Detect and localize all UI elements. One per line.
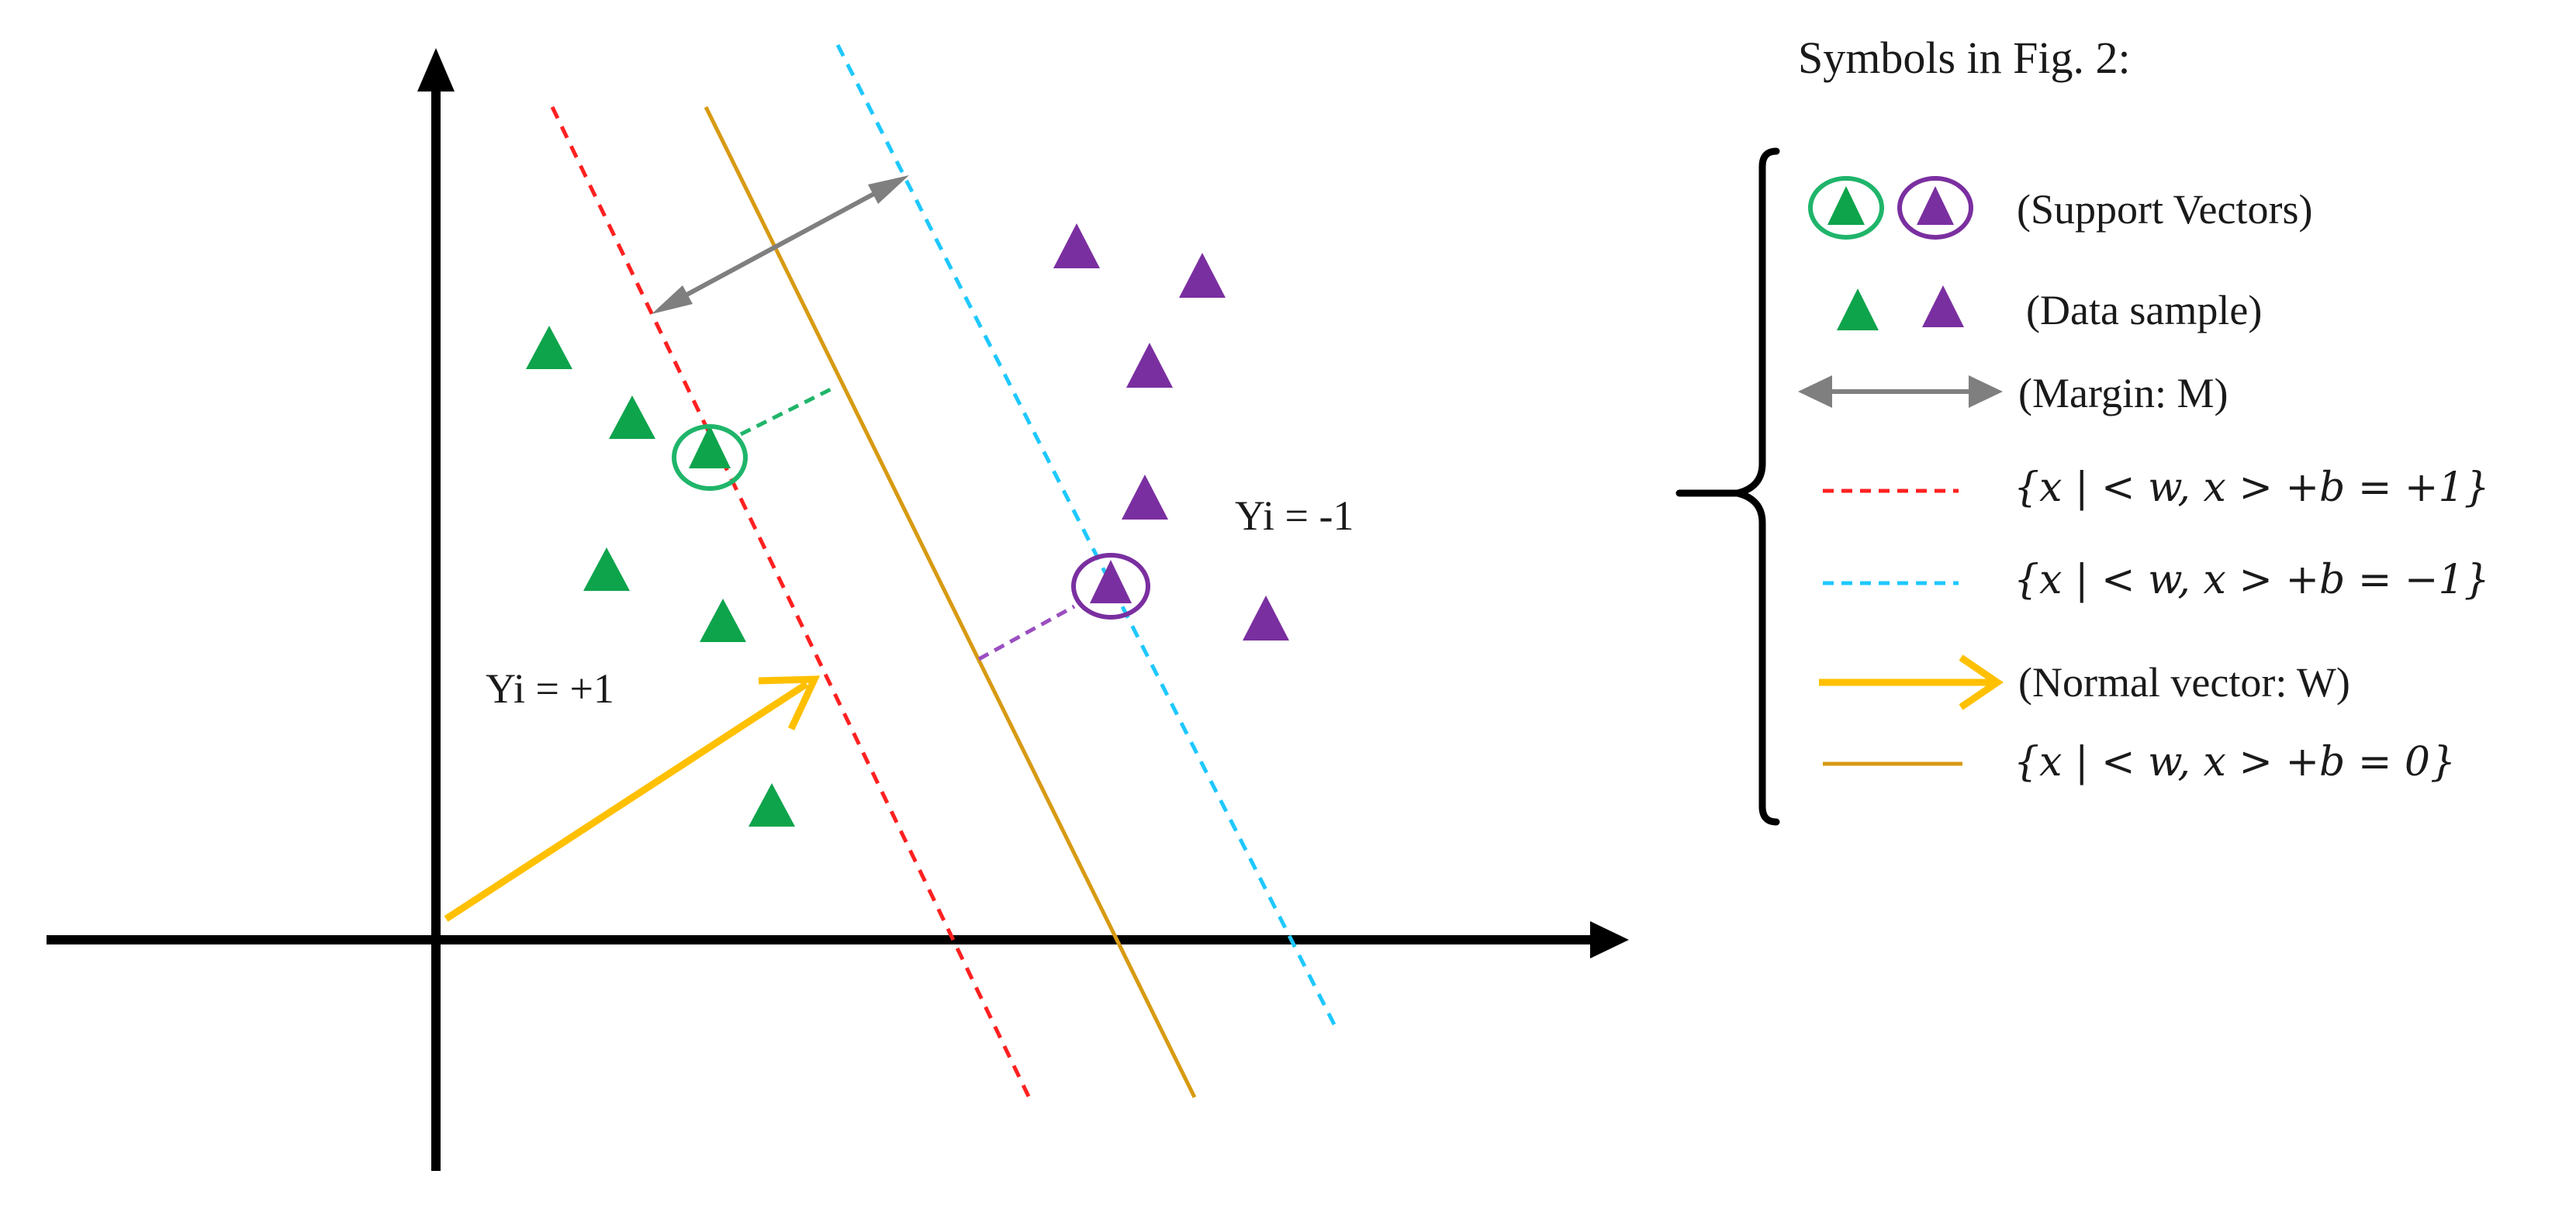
legend-label-boundary: {x | < w, x > +b = 0} xyxy=(2014,739,2456,786)
legend-label-data-sample: (Data sample) xyxy=(2026,287,2262,333)
x-axis-arrowhead xyxy=(1590,921,1629,958)
legend-label-margin: (Margin: M) xyxy=(2018,370,2228,416)
positive-sample xyxy=(583,547,630,591)
negative-sample xyxy=(1126,343,1173,388)
support-vector-negative xyxy=(1071,553,1150,620)
margin-arrow xyxy=(652,175,909,314)
negative-sample xyxy=(1053,223,1100,268)
positive-distance-line xyxy=(739,385,835,437)
minus-margin-line xyxy=(835,43,1338,1029)
legend-label-normal-vector: (Normal vector: W) xyxy=(2018,659,2350,706)
positive-sample xyxy=(609,395,655,439)
negative-sample xyxy=(1122,475,1168,520)
positive-sample xyxy=(700,599,746,642)
positive-samples xyxy=(526,326,795,827)
legend-label-plus-margin: {x | < w, x > +b = +1} xyxy=(2014,464,2490,511)
legend-brace xyxy=(1734,147,1780,826)
negative-sample xyxy=(1243,596,1289,641)
class-label-positive: Yi = +1 xyxy=(486,665,614,712)
class-label-negative: Yi = -1 xyxy=(1235,492,1354,539)
decision-boundary-line xyxy=(704,105,1197,1099)
negative-samples xyxy=(1053,223,1289,641)
negative-sample xyxy=(1179,253,1226,298)
support-vector-positive xyxy=(672,424,748,491)
legend-icon-support-vectors xyxy=(1808,176,1973,240)
y-axis-arrowhead xyxy=(417,48,455,92)
legend-title: Symbols in Fig. 2: xyxy=(1798,33,2131,83)
axes xyxy=(47,48,1629,1171)
plus-margin-line xyxy=(550,105,1032,1101)
legend-label-support-vectors: (Support Vectors) xyxy=(2017,186,2312,233)
positive-sample xyxy=(749,783,795,827)
negative-distance-line xyxy=(977,604,1076,661)
legend-label-minus-margin: {x | < w, x > +b = −1} xyxy=(2014,557,2490,603)
normal-vector-arrow xyxy=(444,675,821,922)
legend-icon-margin xyxy=(1798,375,2003,408)
positive-sample xyxy=(526,326,572,369)
legend-icon-normal-vector xyxy=(1819,654,2004,710)
legend-icon-data-sample xyxy=(1837,285,1964,330)
hyperplanes xyxy=(550,43,1338,1101)
legend: Symbols in Fig. 2: (Support Vectors) (Da… xyxy=(1675,33,2490,826)
